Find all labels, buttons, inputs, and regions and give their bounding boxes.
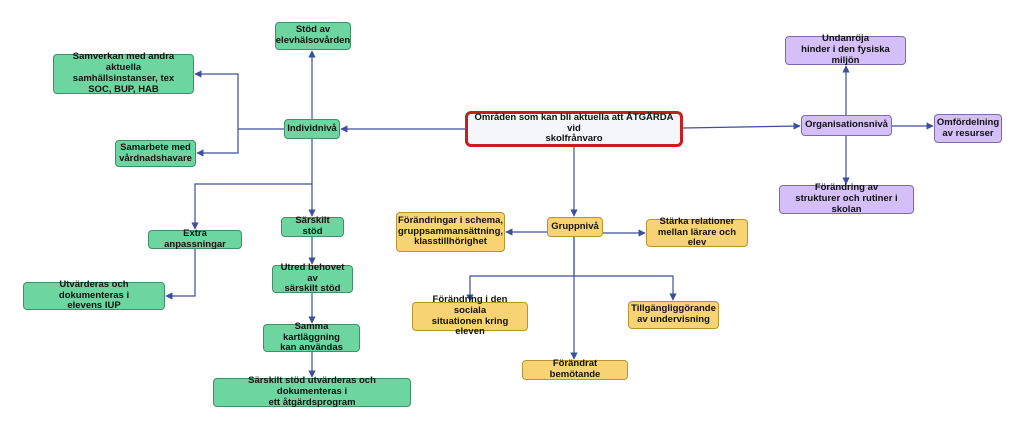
sociala-node[interactable]: Förändring i den sociala situationen kri… xyxy=(412,294,528,337)
iup-node[interactable]: Utvärderas och dokumenteras i elevens IU… xyxy=(23,279,165,311)
individ-node[interactable]: Individnivå xyxy=(284,119,340,139)
omfordelning-node[interactable]: Omfördelning av resurser xyxy=(934,114,1002,143)
tillganglig-node[interactable]: Tillgängliggörande av undervisning xyxy=(628,301,719,329)
edge-root-org xyxy=(682,122,801,130)
edge-individ-samverkan xyxy=(194,70,284,130)
hinder-node[interactable]: Undanröja hinder i den fysiska miljön xyxy=(785,33,906,66)
samverkan-node[interactable]: Samverkan med andra aktuella samhällsins… xyxy=(53,51,194,95)
grupp-node[interactable]: Gruppnivå xyxy=(547,217,603,237)
relationer-node[interactable]: Stärka relationer mellan lärare och elev xyxy=(646,216,748,248)
utred-node[interactable]: Utred behovet av särskilt stöd xyxy=(272,262,353,294)
edge-individ-vardnad xyxy=(196,129,239,157)
bemotande-node[interactable]: Förändrat bemötande xyxy=(522,358,628,380)
edge-individ-extra xyxy=(191,183,312,230)
schema-node[interactable]: Förändringar i schema, gruppsammansättni… xyxy=(396,212,505,252)
sarskilt-node[interactable]: Särskilt stöd xyxy=(281,215,344,237)
atgardsprogram-node[interactable]: Särskilt stöd utvärderas och dokumentera… xyxy=(213,375,411,408)
edge-grupp-tillganglig xyxy=(574,275,677,301)
vardnad-node[interactable]: Samarbete med vårdnadshavare xyxy=(115,140,196,167)
extra-node[interactable]: Extra anpassningar xyxy=(148,228,242,249)
root-label: Områden som kan bli aktuella att ÅTGÄRDA… xyxy=(474,111,674,145)
elevhalsa-node[interactable]: Stöd av elevhälsovården xyxy=(275,22,351,50)
root-node[interactable]: Områden som kan bli aktuella att ÅTGÄRDA… xyxy=(465,111,683,147)
kartlaggning-node[interactable]: Samma kartläggning kan användas xyxy=(263,321,360,353)
edge-extra-iup xyxy=(165,249,196,300)
org-node[interactable]: Organisationsnivå xyxy=(801,115,892,136)
strukturer-node[interactable]: Förändring av strukturer och rutiner i s… xyxy=(779,182,914,215)
